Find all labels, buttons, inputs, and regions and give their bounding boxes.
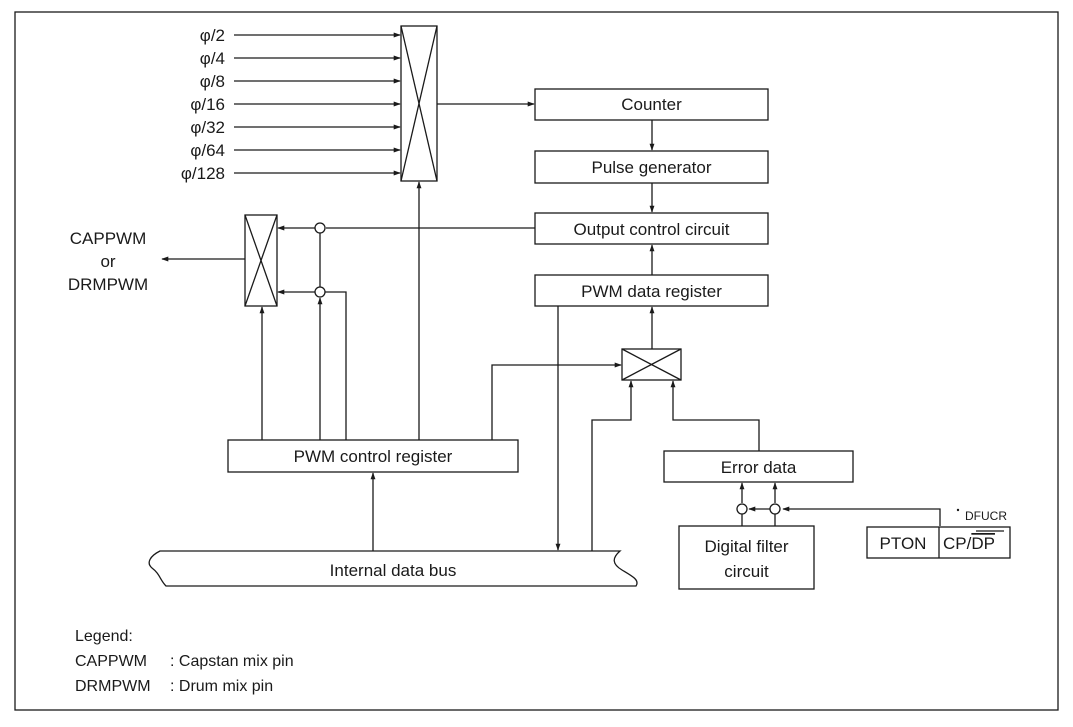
clock-label-64: φ/64	[190, 141, 225, 160]
pwm-data-register-block: PWM data register	[534, 274, 769, 307]
error-data-label: Error data	[721, 458, 797, 477]
legend-title: Legend:	[75, 628, 133, 645]
dfucr-label: DFUCR	[965, 509, 1007, 523]
output-control-block: Output control circuit	[534, 212, 769, 245]
dfucr-bit-cp-text: CP/	[943, 534, 972, 553]
output-select-mux	[244, 214, 278, 307]
junction-node	[769, 503, 781, 515]
output-name-drmpwm: DRMPWM	[68, 275, 148, 294]
control-to-data-mux-arrow	[491, 362, 622, 440]
clock-label-16: φ/16	[190, 95, 225, 114]
dfucr-bit-cp: CP/DP	[943, 534, 995, 553]
clock-label-4: φ/4	[200, 49, 225, 68]
output-control-label: Output control circuit	[574, 220, 730, 239]
output-name-cappwm: CAPPWM	[70, 229, 147, 248]
dfucr-register: DFUCR PTON CP/DP	[866, 508, 1011, 559]
legend: Legend: CAPPWM : Capstan mix pin DRMPWM …	[75, 628, 294, 695]
bus-to-data-mux-arrow	[591, 380, 634, 551]
junction-node	[736, 503, 748, 515]
digital-filter-label: Digital filter	[704, 537, 788, 556]
pwm-control-register-label: PWM control register	[294, 447, 453, 466]
error-to-data-mux-arrow	[670, 380, 760, 451]
clock-inputs: φ/2 φ/4 φ/8 φ/16 φ/32 φ/64 φ/128	[181, 26, 401, 183]
clock-label-2: φ/2	[200, 26, 225, 45]
internal-data-bus-label: Internal data bus	[330, 561, 457, 580]
clock-label-32: φ/32	[190, 118, 225, 137]
legend-desc-cappwm: : Capstan mix pin	[170, 653, 294, 670]
digital-filter-block: Digital filter circuit	[678, 525, 815, 590]
counter-label: Counter	[621, 95, 682, 114]
output-name-or: or	[100, 252, 115, 271]
dfucr-to-filter-arrow	[782, 506, 941, 526]
data-select-mux	[621, 348, 682, 381]
internal-data-bus: Internal data bus	[148, 550, 638, 587]
dfucr-bit-pton: PTON	[880, 534, 927, 553]
counter-block: Counter	[534, 88, 769, 121]
junction-node	[314, 286, 326, 298]
control-to-node-line	[325, 291, 347, 440]
clock-select-mux	[400, 25, 438, 182]
dfucr-marker	[956, 508, 960, 512]
pwm-control-register-block: PWM control register	[227, 439, 519, 473]
pwm-data-register-label: PWM data register	[581, 282, 722, 301]
diagram-frame	[14, 11, 1059, 711]
pulse-generator-block: Pulse generator	[534, 150, 769, 184]
pulse-generator-label: Pulse generator	[591, 158, 711, 177]
clock-label-128: φ/128	[181, 164, 225, 183]
clock-label-8: φ/8	[200, 72, 225, 91]
legend-term-cappwm: CAPPWM	[75, 653, 147, 670]
legend-desc-drmpwm: : Drum mix pin	[170, 678, 273, 695]
junction-node	[314, 222, 326, 234]
legend-term-drmpwm: DRMPWM	[75, 678, 151, 695]
digital-filter-label-2: circuit	[724, 562, 769, 581]
dfucr-bit-dp-text: DP	[971, 534, 995, 553]
error-data-block: Error data	[663, 450, 854, 483]
